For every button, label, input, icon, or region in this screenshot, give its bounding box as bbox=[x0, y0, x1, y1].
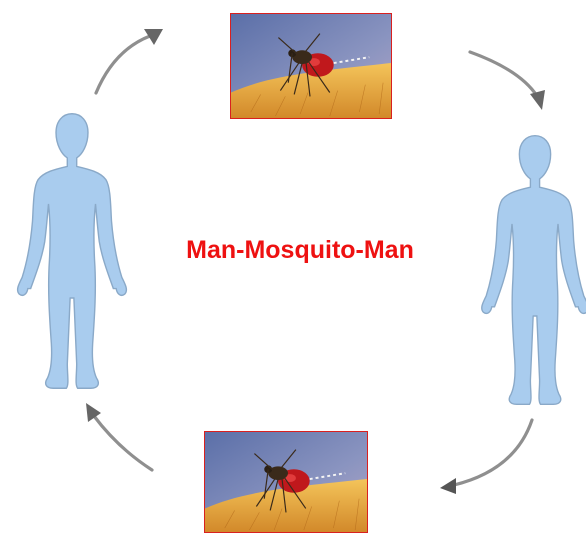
arrow-top-to-right bbox=[470, 52, 545, 110]
human-figure-left bbox=[18, 114, 127, 388]
arrow-right-to-bottom bbox=[440, 420, 532, 494]
arrow-bottom-to-left bbox=[86, 403, 152, 470]
cycle-title: Man-Mosquito-Man bbox=[150, 236, 450, 265]
human-figure-right bbox=[482, 136, 586, 405]
arrow-left-to-top bbox=[96, 29, 163, 93]
mosquito-photo-top bbox=[230, 13, 392, 119]
mosquito-photo-bottom bbox=[204, 431, 368, 533]
